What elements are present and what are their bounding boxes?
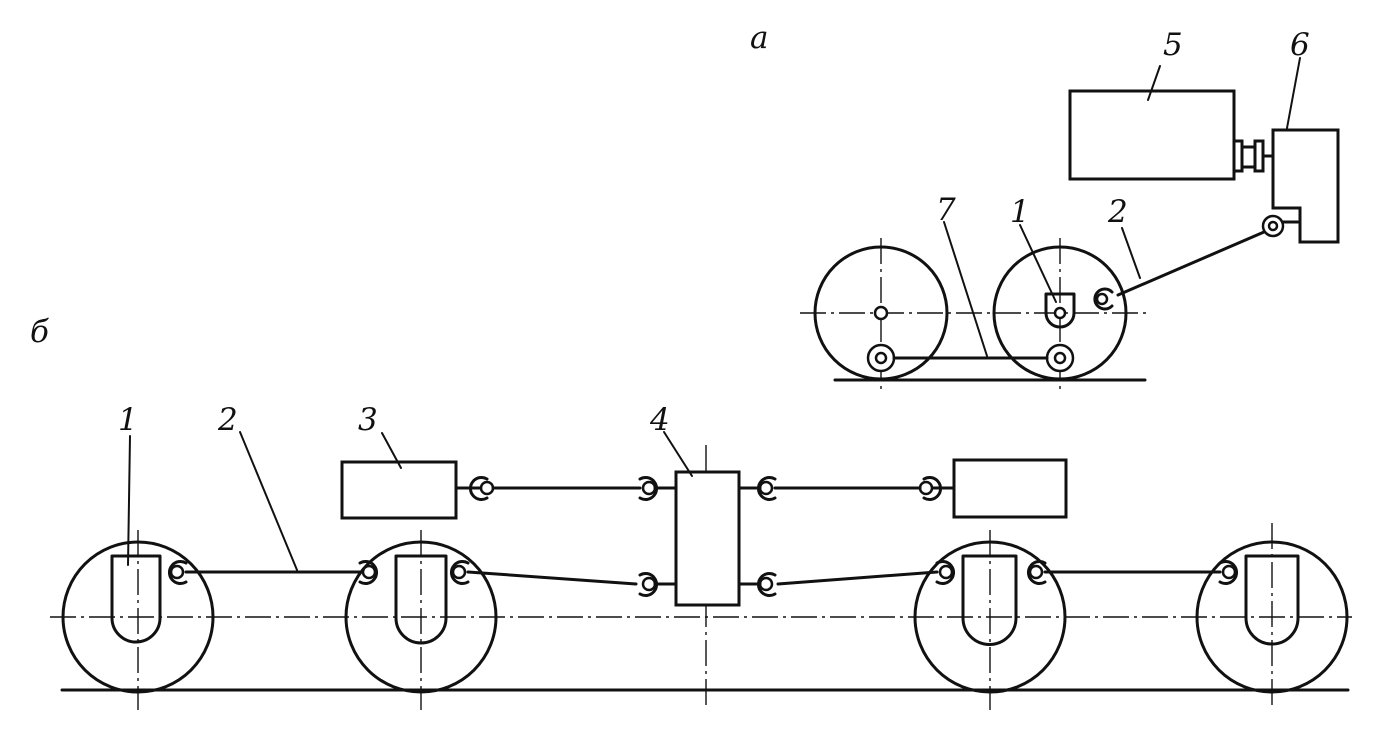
panel-a-cam-lever (1044, 292, 1076, 329)
panel-b-wheel-2 (344, 530, 498, 710)
panel-a-connecting-rod (1116, 230, 1266, 297)
panel-a: а (750, 20, 1340, 392)
callout-a-6: 6 (1290, 27, 1310, 63)
callout-a-7: 7 (936, 192, 956, 228)
panel-b-wheel-4 (1195, 523, 1349, 710)
panel-a-wheel-right (992, 238, 1128, 392)
panel-b-cam-lever-3 (961, 554, 1018, 646)
panel-b: б (30, 314, 1352, 710)
panel-b-rod-wheel2-box4 (466, 570, 638, 586)
callout-b-2: 2 (217, 402, 238, 438)
panel-a-motor (1068, 89, 1236, 181)
panel-b-drive-left (340, 460, 458, 520)
callout-a-2: 2 (1107, 194, 1128, 230)
callout-a-5: 5 (1163, 27, 1183, 63)
panel-a-gearbox (1271, 128, 1340, 244)
panel-b-drive-right (952, 458, 1068, 519)
panel-a-label: а (750, 20, 768, 56)
callout-b-4: 4 (649, 402, 670, 438)
callout-b-1: 1 (118, 402, 138, 438)
panel-b-cam-lever-2 (394, 554, 448, 645)
panel-b-wheel-3 (913, 530, 1067, 710)
callout-b-3: 3 (358, 402, 378, 438)
panel-b-cam-lever-4 (1244, 554, 1300, 646)
panel-b-rod-box4-wheel3 (776, 570, 939, 586)
panel-b-cam-lever-1 (110, 554, 162, 644)
panel-b-wheel-1 (61, 530, 215, 710)
panel-b-distributor (674, 470, 741, 607)
panel-a-wheel-left (813, 238, 949, 392)
callout-a-1: 1 (1010, 194, 1030, 230)
panel-b-label: б (30, 314, 50, 350)
